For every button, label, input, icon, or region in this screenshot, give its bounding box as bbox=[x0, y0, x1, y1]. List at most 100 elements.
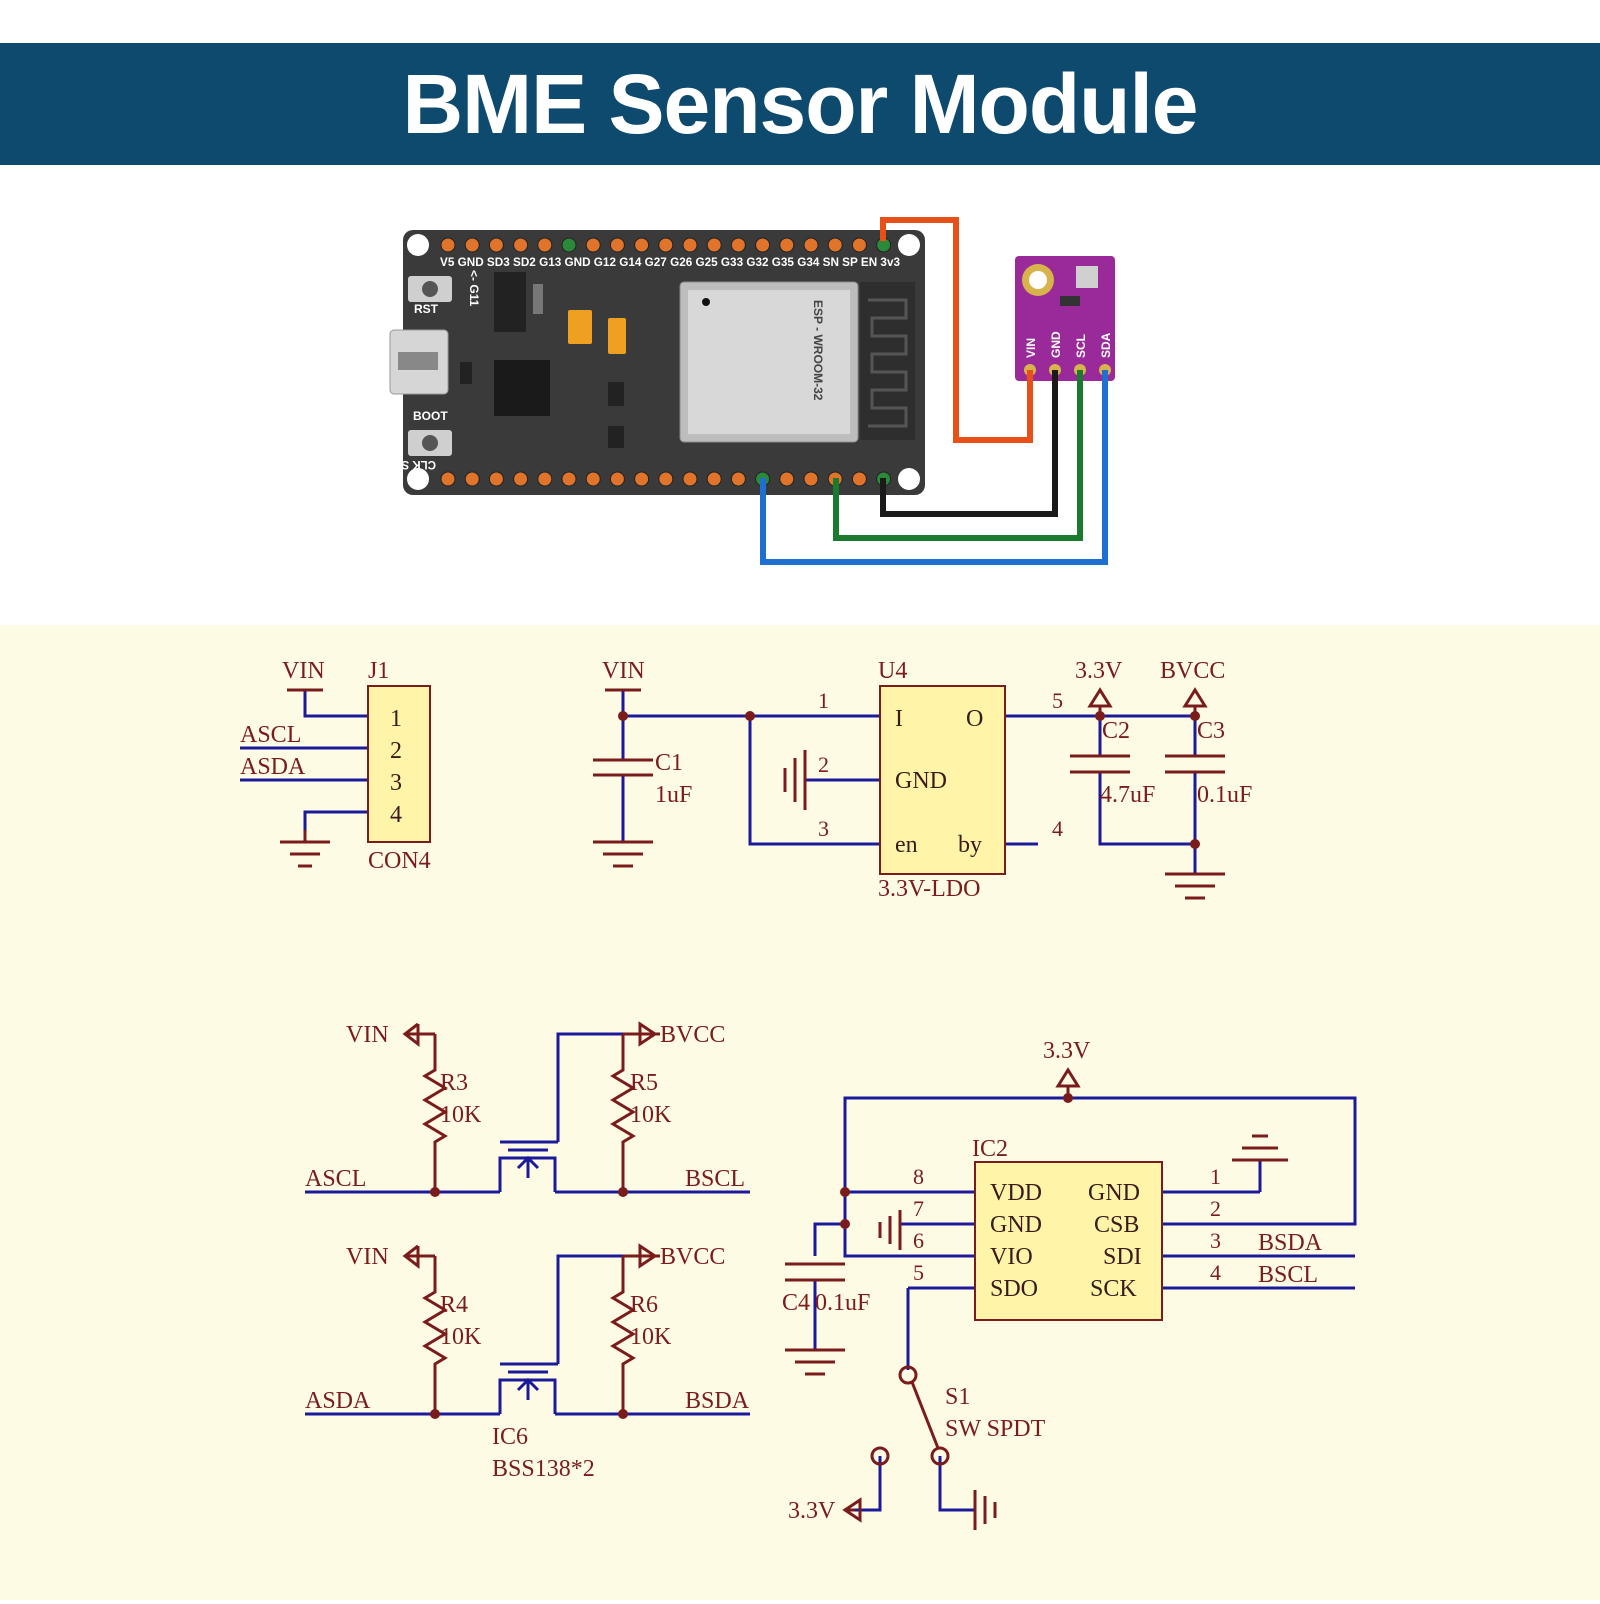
header-pin bbox=[851, 471, 867, 487]
ic2-num-8: 8 bbox=[913, 1164, 924, 1189]
header-pin bbox=[440, 471, 456, 487]
header-pin bbox=[730, 237, 746, 253]
module-label: ESP - WROOM-32 bbox=[811, 300, 825, 401]
ic2-pin-sdi: SDI bbox=[1103, 1244, 1142, 1270]
rst-label: RST bbox=[414, 302, 439, 316]
ic2-pin-csb: CSB bbox=[1094, 1212, 1139, 1238]
r4-value: 10K bbox=[440, 1324, 482, 1350]
ic2-num-3: 3 bbox=[1210, 1228, 1221, 1253]
header-pin bbox=[730, 471, 746, 487]
switch-rail: 3.3V bbox=[788, 1498, 836, 1524]
u4-pin-i: I bbox=[895, 706, 903, 732]
ic2-num-5: 5 bbox=[913, 1260, 924, 1285]
schematic-diagram: VIN J1 1 2 3 4 ASCL ASDA CON4 VIN C1 1uF… bbox=[240, 658, 1357, 1530]
ls-vin-2: VIN bbox=[346, 1244, 389, 1270]
sensor-pin-vin: VIN bbox=[1024, 338, 1038, 358]
header-pin bbox=[803, 237, 819, 253]
ic2-pin-vdd: VDD bbox=[990, 1180, 1042, 1206]
header-pin bbox=[513, 237, 529, 253]
top-pin-labels: V5 GND SD3 SD2 G13 GND G12 G14 G27 G26 G… bbox=[440, 255, 900, 269]
u4-pin-by: by bbox=[958, 832, 982, 858]
net-ascl: ASCL bbox=[305, 1166, 366, 1192]
j1-pin-1: 1 bbox=[390, 706, 402, 732]
ic2-pin-sdo: SDO bbox=[990, 1276, 1038, 1302]
net-bsda: BSDA bbox=[685, 1388, 750, 1414]
j1-pin-4: 4 bbox=[390, 802, 402, 828]
ldo-vin-label: VIN bbox=[602, 658, 645, 684]
r4-ref: R4 bbox=[440, 1292, 468, 1318]
header-pin bbox=[755, 237, 771, 253]
boot-label: BOOT bbox=[413, 409, 448, 423]
u4-pin-gnd: GND bbox=[895, 768, 947, 794]
header-pin bbox=[561, 471, 577, 487]
top-pin-header bbox=[440, 237, 892, 253]
c2-ref: C2 bbox=[1102, 718, 1130, 744]
ic2-num-7: 7 bbox=[913, 1196, 924, 1221]
wire-scl bbox=[833, 370, 1083, 541]
r6-ref: R6 bbox=[630, 1292, 658, 1318]
j1-vin-label: VIN bbox=[282, 658, 325, 684]
ic2-num-1: 1 bbox=[1210, 1164, 1221, 1189]
ic2-num-2: 2 bbox=[1210, 1196, 1221, 1221]
ic2-pin-sck: SCK bbox=[1090, 1276, 1137, 1302]
c3-value: 0.1uF bbox=[1197, 782, 1252, 808]
header-pin bbox=[706, 237, 722, 253]
ic2-ref: IC2 bbox=[972, 1136, 1008, 1162]
ls-bvcc-2: BVCC bbox=[660, 1244, 725, 1270]
net-asda-j1: ASDA bbox=[240, 754, 306, 780]
ic2-rail: 3.3V bbox=[1043, 1038, 1091, 1064]
bottom-pin-header bbox=[440, 471, 892, 487]
ic2-net-bscl: BSCL bbox=[1258, 1262, 1318, 1288]
ic2-num-6: 6 bbox=[913, 1228, 924, 1253]
header-pin bbox=[827, 237, 843, 253]
header-pin bbox=[585, 237, 601, 253]
header-pin bbox=[706, 471, 722, 487]
header-pin bbox=[537, 237, 553, 253]
net-bscl: BSCL bbox=[685, 1166, 745, 1192]
title-banner: BME Sensor Module bbox=[0, 43, 1600, 165]
r5-value: 10K bbox=[630, 1102, 672, 1128]
j1-pin-2: 2 bbox=[390, 738, 402, 764]
u4-ldo-body bbox=[879, 685, 1006, 875]
usb-uart-chip bbox=[494, 360, 550, 416]
header-pin bbox=[779, 471, 795, 487]
r6-value: 10K bbox=[630, 1324, 672, 1350]
ls-bvcc-1: BVCC bbox=[660, 1022, 725, 1048]
header-pin bbox=[851, 237, 867, 253]
header-pin bbox=[658, 237, 674, 253]
u4-part: 3.3V-LDO bbox=[878, 876, 980, 902]
header-pin bbox=[658, 471, 674, 487]
u4-num-4: 4 bbox=[1052, 816, 1063, 841]
c1-value: 1uF bbox=[655, 782, 692, 808]
s1-ref: S1 bbox=[945, 1384, 970, 1410]
ic2-pin-gnd-r: GND bbox=[1088, 1180, 1140, 1206]
ic2-num-4: 4 bbox=[1210, 1260, 1221, 1285]
u4-num-2: 2 bbox=[818, 752, 829, 777]
wiring-diagram: V5 GND SD3 SD2 G13 GND G12 G14 G27 G26 G… bbox=[0, 217, 1115, 565]
ls-vin-1: VIN bbox=[346, 1022, 389, 1048]
rail-bvcc-ldo: BVCC bbox=[1160, 658, 1225, 684]
wire-gnd bbox=[880, 370, 1058, 517]
s1-part: SW SPDT bbox=[945, 1416, 1046, 1442]
c4-value: 0.1uF bbox=[815, 1290, 870, 1316]
header-pin bbox=[488, 471, 504, 487]
j1-connector-body bbox=[367, 685, 431, 843]
ic6-part: BSS138*2 bbox=[492, 1456, 595, 1482]
wiring-illustration: V5 GND SD3 SD2 G13 GND G12 G14 G27 G26 G… bbox=[0, 165, 1600, 625]
r3-ref: R3 bbox=[440, 1070, 468, 1096]
j1-part: CON4 bbox=[368, 848, 431, 874]
j1-ref: J1 bbox=[368, 658, 389, 684]
header-pin bbox=[634, 471, 650, 487]
rail-3v3-ldo: 3.3V bbox=[1075, 658, 1123, 684]
sensor-pin-gnd: GND bbox=[1049, 331, 1063, 358]
r3-value: 10K bbox=[440, 1102, 482, 1128]
bottom-pin-labels: CLK SD0 SD1 G15 G2 G0 G4 G16 G17 G5 G18 … bbox=[0, 458, 436, 472]
wire-sda bbox=[760, 370, 1108, 565]
j1-pin-3: 3 bbox=[390, 770, 402, 796]
schematic-area: VIN J1 1 2 3 4 ASCL ASDA CON4 VIN C1 1uF… bbox=[0, 625, 1600, 1600]
c3-ref: C3 bbox=[1197, 718, 1225, 744]
esp32-board: V5 GND SD3 SD2 G13 GND G12 G14 G27 G26 G… bbox=[0, 230, 925, 495]
bme-sensor-board: VIN GND SCL SDA bbox=[1015, 256, 1115, 381]
page-title: BME Sensor Module bbox=[402, 57, 1198, 151]
r5-ref: R5 bbox=[630, 1070, 658, 1096]
